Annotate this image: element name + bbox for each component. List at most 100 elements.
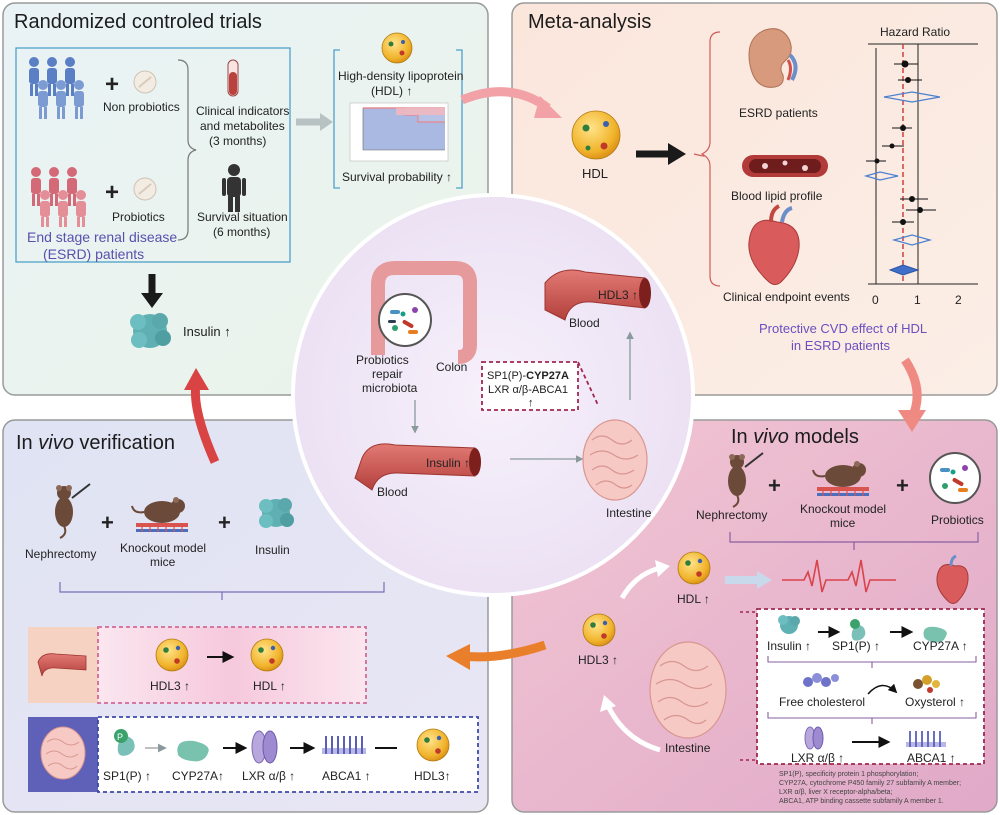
models-knockout-line2: mice	[830, 516, 856, 530]
meta-title: Meta-analysis	[528, 11, 651, 33]
plus-sign: +	[105, 71, 119, 98]
models-hdl3-label: HDL3 ↑	[578, 653, 618, 667]
ecg-trace-icon	[782, 559, 896, 593]
center-blood-top-label: Blood	[569, 316, 600, 330]
rct-patient-box	[15, 47, 291, 263]
clinical-endpoint-label: Clinical endpoint events	[723, 290, 850, 304]
survival-situation-line1: Survival situation	[197, 210, 288, 224]
nephrectomy-mouse-icon	[55, 483, 91, 539]
models-knockout-line1: Knockout model	[800, 502, 886, 516]
overall-diamond	[888, 264, 920, 276]
center-blood-bottom-label: Blood	[377, 485, 408, 499]
insulin-molecule-icon	[259, 498, 294, 528]
plus-sign: +	[768, 473, 781, 498]
clinical-indicators-line3: (3 months)	[209, 134, 266, 148]
intestine-icon	[649, 641, 727, 739]
subgroup-diamond	[863, 171, 899, 181]
pathway-arrow: ↑	[528, 397, 534, 409]
ver-lxr-label: LXR α/β ↑	[242, 769, 295, 783]
knockout-mouse-icon	[812, 461, 869, 496]
study-markers	[863, 60, 941, 276]
probiotics-magnifier-icon	[929, 452, 981, 504]
meta-hdl-label: HDL	[582, 166, 608, 181]
pathway-line2: LXR α/β-ABCA1	[488, 384, 568, 396]
ver-hdl3-b-label: HDL3↑	[414, 769, 451, 783]
mech-oxysterol-label: Oxysterol ↑	[905, 695, 965, 709]
models-probiotics-label: Probiotics	[931, 513, 984, 527]
probiotic-people-icon	[31, 167, 86, 227]
microbiota-icon	[940, 465, 968, 492]
svg-text:P: P	[117, 732, 123, 742]
ver-hdl3-label: HDL3 ↑	[150, 679, 190, 693]
intestine-icon	[582, 419, 648, 501]
plus-sign: +	[101, 510, 114, 535]
mech-sp1-label: SP1(P) ↑	[832, 639, 880, 653]
models-bracket	[729, 532, 979, 550]
microbiota-magnifier-icon	[378, 293, 432, 347]
knockout-mouse-icon	[131, 497, 188, 532]
meta-brace	[693, 31, 721, 287]
test-tube-icon	[227, 59, 239, 97]
heart-icon	[748, 204, 800, 285]
kidney-icon	[748, 28, 798, 88]
non-probiotic-people-icon	[29, 57, 84, 119]
center-hdl3-label: HDL3 ↑	[598, 288, 638, 302]
hdl-particle-icon	[250, 638, 284, 672]
hdl3-particle-icon	[155, 638, 189, 672]
axis-tick-2: 2	[955, 293, 962, 307]
probiotics-repair-line3: microbiota	[362, 381, 418, 395]
rct-brace	[177, 59, 197, 241]
free-cholesterol-icon	[803, 673, 839, 687]
rct-insulin-label: Insulin ↑	[183, 324, 231, 339]
probiotic-pill-icon	[133, 177, 157, 201]
mech-cyp27a-label: CYP27A ↑	[913, 639, 968, 653]
chol-to-oxysterol-arrow	[867, 683, 898, 695]
ver-bracket	[59, 582, 385, 600]
hdl-particle-icon	[677, 551, 711, 585]
mech-abca1-label: ABCA1 ↑	[907, 751, 956, 765]
plus-sign: +	[896, 473, 909, 498]
lxr-icon	[251, 730, 278, 764]
survival-situation-line2: (6 months)	[213, 225, 270, 239]
blood-vessel-top-icon	[544, 269, 651, 321]
mech-bracket-1	[767, 656, 977, 668]
plus-sign: +	[218, 510, 231, 535]
protective-effect-line2: in ESRD patients	[791, 338, 890, 353]
ver-knockout-line2: mice	[150, 555, 176, 569]
sp1-phospho-icon	[850, 619, 866, 641]
cyp27a-icon	[177, 740, 209, 762]
non-probiotics-label: Non probiotics	[103, 100, 180, 114]
esrd-patients-label: ESRD patients	[739, 106, 818, 120]
lxr-icon	[804, 726, 824, 750]
subgroup-diamond	[891, 234, 933, 246]
insulin-molecule-icon	[130, 313, 171, 348]
colon-label: Colon	[436, 360, 467, 374]
ver-pathway-box	[97, 716, 479, 793]
axis-tick-0: 0	[872, 293, 879, 307]
ver-insulin-label: Insulin	[255, 543, 290, 557]
nephrectomy-mouse-icon	[728, 452, 764, 508]
forest-plot: Hazard Ratio 0 1 2	[863, 25, 978, 307]
sp1-phospho-icon: P	[114, 729, 135, 756]
microbiota-icon	[388, 307, 418, 334]
mech-bracket-2	[767, 712, 977, 724]
esrd-label-line2: (ESRD) patients	[43, 246, 144, 262]
cyp27a-icon	[923, 626, 947, 643]
footnote-line3: LXR α/β, liver X receptor-alpha/beta;	[779, 789, 893, 796]
blood-vessel-bottom-icon	[354, 443, 481, 491]
footnote-line4: ABCA1, ATP binding cassette subfamily A …	[779, 798, 944, 805]
intestine-to-hdl3-white-arrow	[605, 704, 661, 753]
human-silhouette-icon	[222, 164, 246, 212]
models-hdl-label: HDL ↑	[677, 592, 710, 606]
center-intestine-label: Intestine	[606, 506, 652, 520]
ver-abca1-label: ABCA1 ↑	[322, 769, 371, 783]
survival-probability-label: Survival probability ↑	[342, 170, 452, 184]
clinical-indicators-line1: Clinical indicators	[196, 104, 289, 118]
models-nephrectomy-label: Nephrectomy	[696, 508, 767, 522]
ver-sp1-label: SP1(P) ↑	[103, 769, 151, 783]
probiotics-repair-line1: Probiotics	[356, 353, 409, 367]
footnote-line1: SP1(P), specificity protein 1 phosphoryl…	[779, 771, 918, 778]
ver-knockout-line1: Knockout model	[120, 541, 206, 555]
